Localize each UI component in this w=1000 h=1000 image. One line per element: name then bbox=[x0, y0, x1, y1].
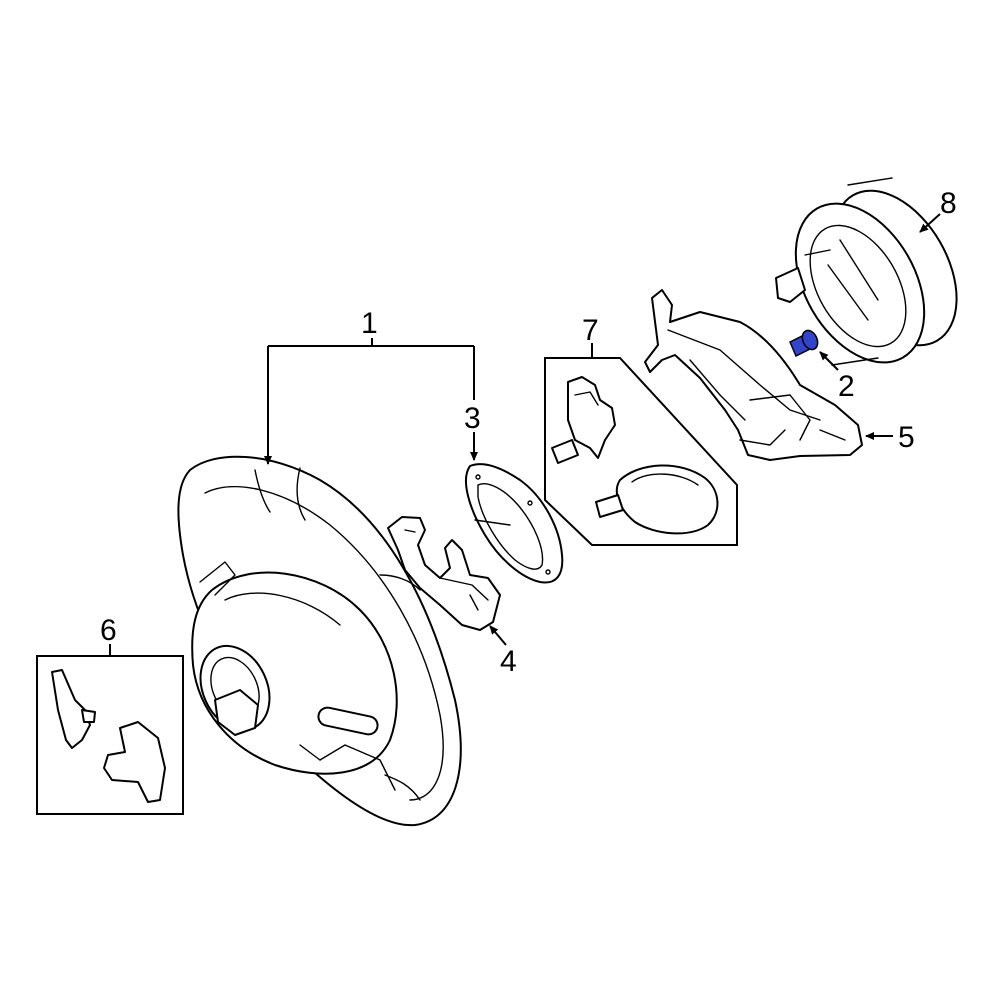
center-cover bbox=[644, 289, 863, 461]
callout-6: 6 bbox=[100, 614, 117, 647]
callout-2: 2 bbox=[838, 370, 855, 403]
callout-5: 5 bbox=[898, 421, 915, 454]
callout-8: 8 bbox=[940, 187, 957, 220]
leader-lines bbox=[109, 213, 941, 656]
paddle-box bbox=[36, 655, 184, 815]
callout-3: 3 bbox=[464, 402, 481, 435]
callout-7: 7 bbox=[582, 314, 599, 347]
switch-box bbox=[544, 357, 738, 546]
back-plate bbox=[465, 463, 564, 584]
spoke-cover bbox=[387, 516, 501, 631]
callout-4: 4 bbox=[500, 645, 517, 678]
screw bbox=[789, 329, 819, 358]
callout-1: 1 bbox=[361, 307, 378, 340]
steering-wheel bbox=[177, 455, 462, 827]
